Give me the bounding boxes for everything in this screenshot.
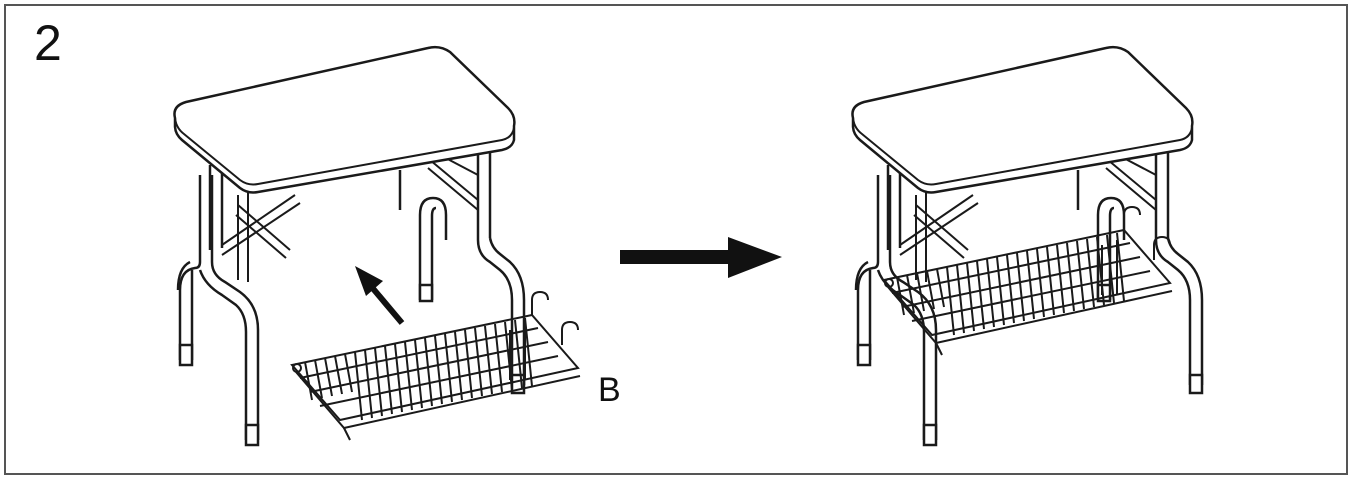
basket-installed (883, 206, 1173, 356)
insert-arrow-icon (355, 266, 405, 325)
basket-label: B (598, 371, 621, 409)
transition-arrow-icon (620, 237, 782, 278)
basket-part (291, 291, 581, 441)
table-after (851, 45, 1204, 447)
step-number: 2 (34, 15, 62, 71)
